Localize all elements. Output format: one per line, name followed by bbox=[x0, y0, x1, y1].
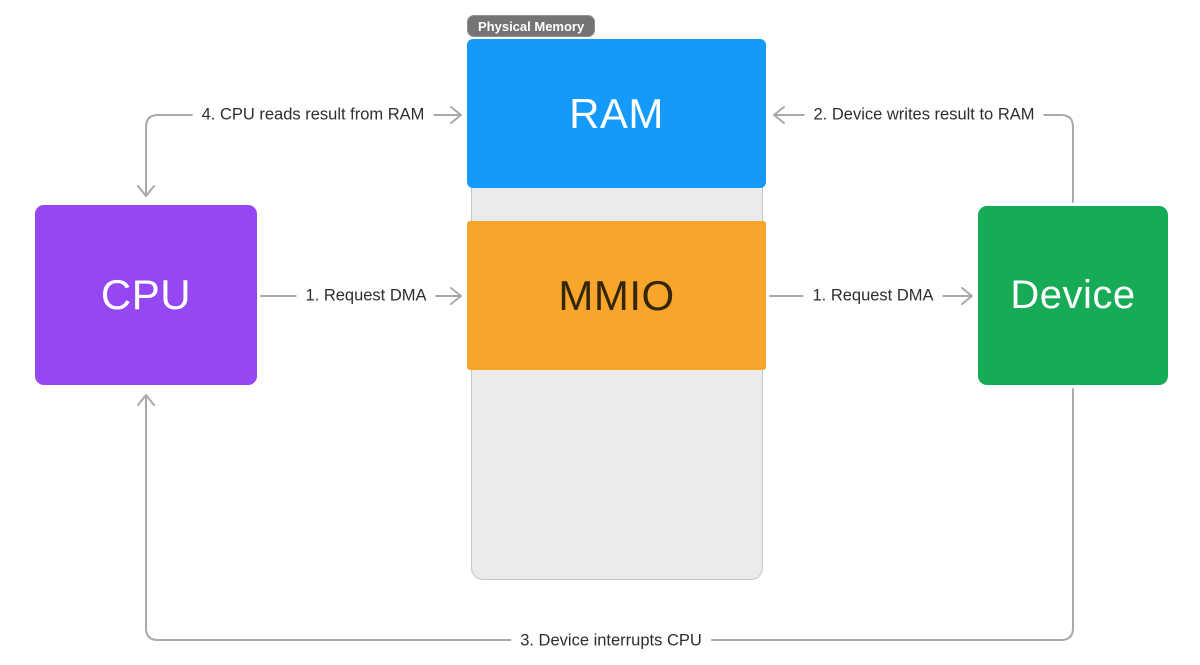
arrow-label-request-dma-mmio-to-device: 1. Request DMA bbox=[803, 283, 943, 309]
arrowhead-right-icon bbox=[450, 106, 462, 124]
node-ram: RAM bbox=[467, 39, 766, 188]
arrow-label-device-writes-result-to-ram: 2. Device writes result to RAM bbox=[804, 102, 1044, 128]
node-ram-label: RAM bbox=[569, 89, 664, 137]
node-device-label: Device bbox=[1010, 273, 1136, 317]
physical-memory-badge: Physical Memory bbox=[467, 15, 596, 37]
arrow-cpu-reads-result-from-ram bbox=[137, 106, 462, 197]
arrowhead-right-icon bbox=[450, 287, 462, 305]
physical-memory-badge-label: Physical Memory bbox=[478, 18, 585, 34]
node-mmio: MMIO bbox=[467, 221, 766, 370]
arrowhead-right-icon bbox=[961, 287, 973, 305]
arrow-line bbox=[145, 114, 460, 195]
arrowhead-up-icon bbox=[137, 394, 155, 406]
arrow-label-cpu-reads-result-from-ram: 4. CPU reads result from RAM bbox=[192, 102, 434, 128]
node-device: Device bbox=[978, 206, 1168, 385]
arrowhead-left-icon bbox=[773, 106, 785, 124]
node-mmio-label: MMIO bbox=[558, 271, 675, 319]
arrow-line bbox=[774, 114, 1074, 203]
arrow-label-device-interrupts-cpu: 3. Device interrupts CPU bbox=[511, 628, 711, 654]
node-cpu: CPU bbox=[35, 205, 257, 385]
node-cpu-label: CPU bbox=[100, 271, 192, 318]
arrow-device-writes-result-to-ram bbox=[773, 106, 1074, 203]
arrowhead-down-icon bbox=[137, 185, 155, 197]
arrow-label-request-dma-cpu-to-mmio: 1. Request DMA bbox=[296, 283, 436, 309]
